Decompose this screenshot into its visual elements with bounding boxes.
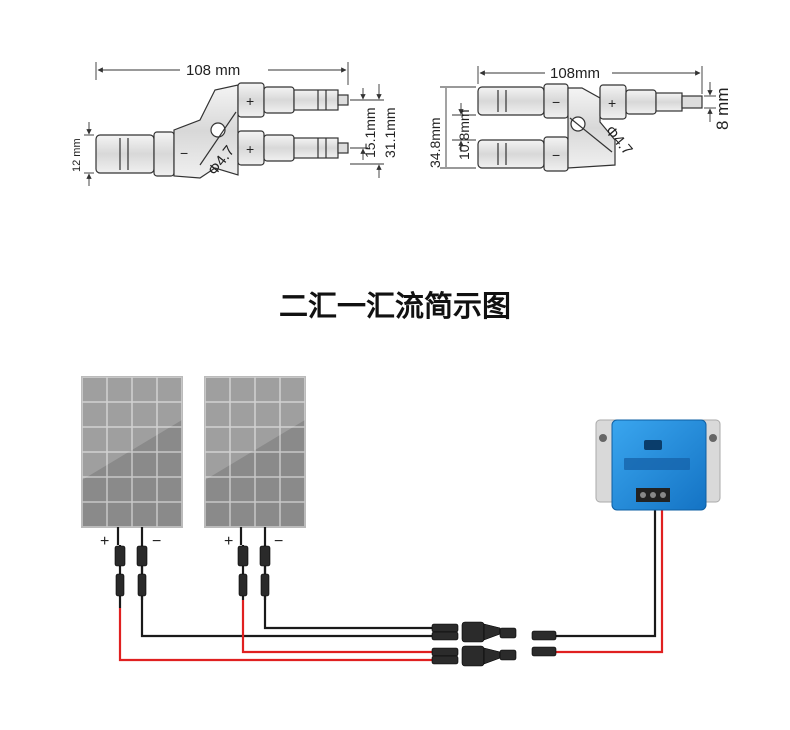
right-minus-top: − — [552, 94, 560, 110]
drawing-left-y-connector — [95, 82, 349, 179]
left-input-plug — [95, 134, 155, 174]
left-plus-top: + — [246, 93, 254, 109]
left-height-label: 31.1mm — [382, 107, 398, 158]
panel-1-negative-wire — [140, 527, 432, 638]
right-plus-output: + — [608, 95, 616, 111]
branch-connector-positive — [431, 645, 557, 667]
left-minus-input: − — [180, 145, 188, 161]
left-mount-hole — [210, 122, 226, 138]
right-dimension-lines — [440, 66, 716, 169]
right-y-junction — [567, 87, 616, 169]
left-width-label: 108 mm — [186, 62, 240, 79]
left-height-left-label: 12 mm — [71, 138, 83, 172]
right-height-label: 34.8mm — [427, 117, 443, 168]
positive-wires — [118, 498, 664, 662]
panel-2-negative-wire — [263, 527, 432, 630]
solar-panel-2 — [204, 376, 306, 528]
diagram-title: 二汇一汇流简示图 — [279, 289, 511, 323]
right-pin-label: 8 mm — [713, 88, 732, 131]
left-plus-bottom: + — [246, 141, 254, 157]
right-width-label: 108mm — [550, 65, 600, 82]
negative-wires — [116, 498, 657, 638]
panel-2-minus-label: − — [274, 533, 283, 550]
panel-1-plus-label: + — [100, 533, 109, 550]
left-y-junction — [173, 84, 239, 179]
charge-controller — [595, 419, 721, 511]
panel-1-positive-wire — [118, 608, 432, 662]
panel-2-positive-wire — [241, 600, 432, 654]
drawing-right-y-connector — [477, 83, 703, 172]
branch-connector-negative — [431, 621, 557, 643]
right-gap-label: 10.8mm — [456, 109, 472, 160]
right-input-plug-bottom — [477, 139, 545, 169]
right-input-plug-top — [477, 86, 545, 116]
controller-positive-wire — [556, 498, 664, 654]
right-minus-bottom: − — [552, 147, 560, 163]
panel-2-plus-label: + — [224, 533, 233, 550]
left-gap-label: 15.1mm — [362, 107, 378, 158]
left-dimension-lines — [84, 62, 384, 186]
controller-negative-wire — [556, 498, 657, 638]
solar-panel-1 — [81, 376, 183, 528]
panel-connectors — [114, 545, 271, 597]
panel-1-minus-label: − — [152, 533, 161, 550]
